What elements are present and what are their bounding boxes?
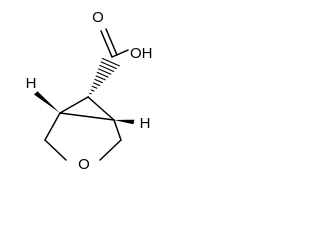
ring-bond-left-lower	[44, 139, 67, 161]
c-oh-single-bond	[111, 49, 129, 58]
right-stereo-hydrogen: H	[114, 115, 150, 132]
hash-line	[94, 78, 104, 84]
hashed-bond-to-carboxyl	[88, 57, 120, 98]
hash-line	[101, 57, 120, 67]
right-hydrogen-label: H	[140, 115, 151, 132]
wedge-bond-right	[114, 119, 135, 125]
hydroxyl-label: OH	[130, 45, 153, 62]
hash-line	[92, 82, 101, 87]
ring-oxygen-label: O	[78, 156, 90, 173]
hash-line	[96, 71, 109, 78]
molecule-structure: O OH O	[0, 0, 172, 200]
c-o-double-bond-b	[105, 28, 118, 56]
hash-line	[100, 61, 118, 70]
hash-line	[91, 85, 98, 89]
hash-line	[95, 75, 106, 81]
left-hydrogen-label: H	[26, 75, 37, 92]
ring-bond-fusion	[59, 112, 115, 121]
left-stereo-hydrogen: H	[26, 75, 60, 113]
oxolane-ring: O	[44, 112, 122, 173]
carboxyl-group: O OH	[92, 9, 152, 62]
cyclopropane-ring	[59, 96, 115, 121]
ring-bond-top-left	[59, 96, 89, 114]
hash-line	[99, 64, 115, 73]
ring-bond-right-lower	[99, 139, 122, 161]
ring-bond-top-right	[87, 96, 115, 121]
wedge-bond-left	[34, 91, 60, 113]
ring-bond-right-upper	[113, 119, 122, 141]
hash-line	[97, 68, 112, 75]
c-o-double-bond-a	[100, 30, 113, 58]
ring-bond-left-upper	[44, 112, 61, 141]
molecule-drawing: O OH O	[26, 9, 153, 173]
carboxyl-oxygen-label: O	[92, 9, 104, 26]
hash-line	[89, 92, 92, 95]
hash-line	[90, 89, 95, 92]
